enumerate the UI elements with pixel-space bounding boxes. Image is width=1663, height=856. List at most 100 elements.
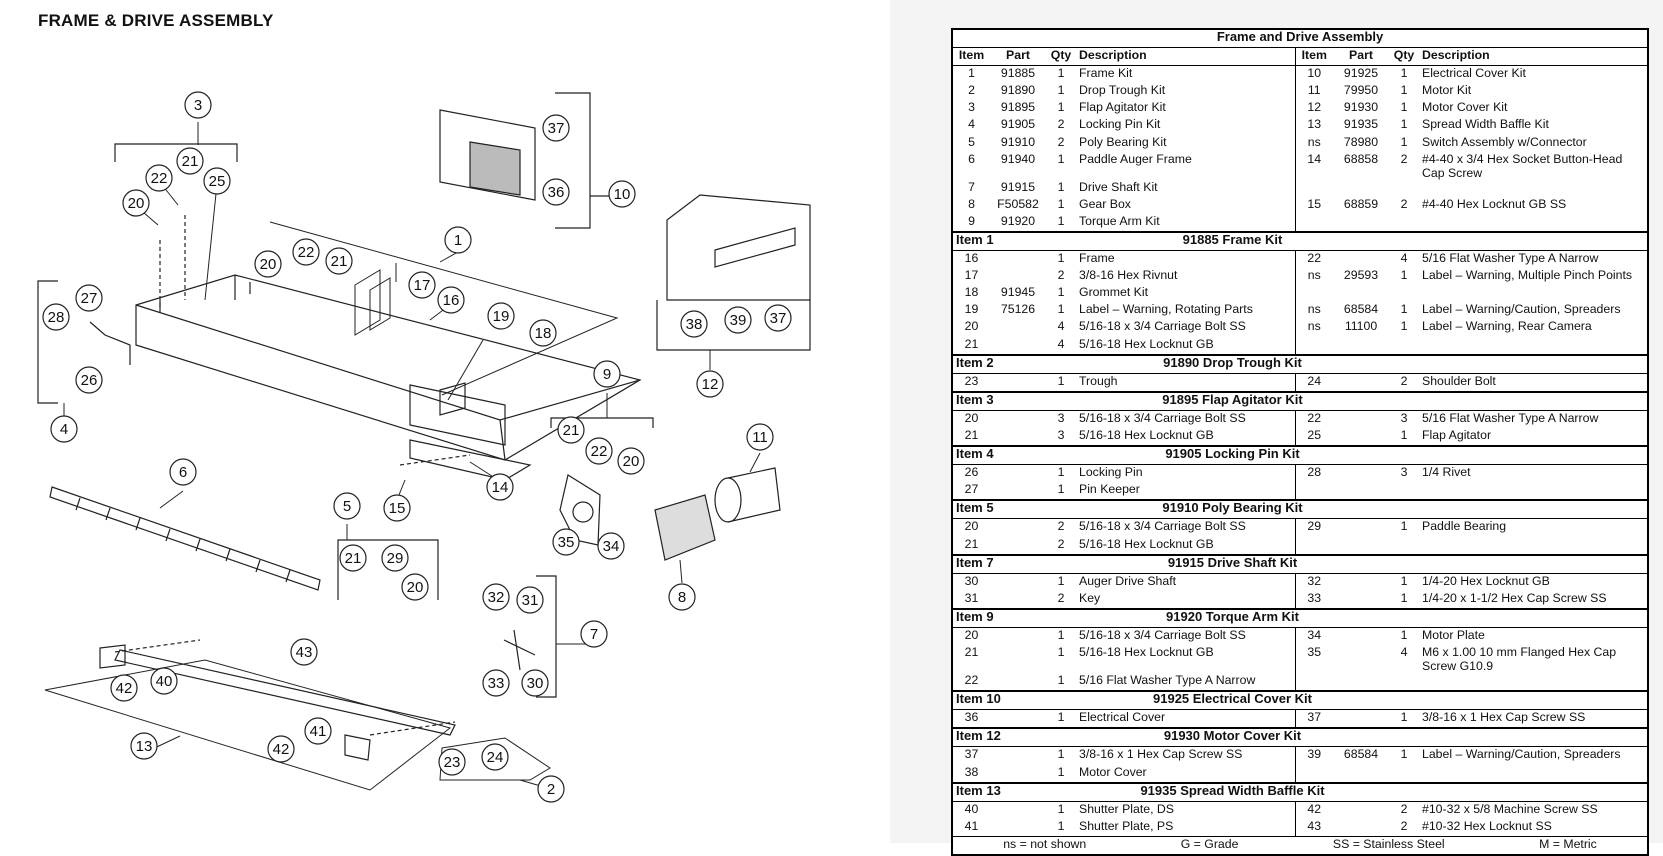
table-cell: 1 <box>1400 100 1408 115</box>
table-cell: 91945 <box>1000 285 1036 300</box>
table-cell: 38 <box>951 764 990 783</box>
section-item: Item 5 <box>951 499 1046 520</box>
table-cell: 2 <box>1057 536 1065 551</box>
callout-label: 1 <box>454 232 462 249</box>
section-name: 91915 Drive Shaft Kit <box>1046 553 1419 574</box>
table-cell: 20 <box>951 319 990 337</box>
table-cell: 28 <box>1307 465 1322 480</box>
table-cell: 91905 <box>1000 117 1036 132</box>
description-cell: 1/4 Rivet <box>1419 464 1650 483</box>
table-cell: 2 <box>1400 801 1408 816</box>
description-cell: Shutter Plate, PS <box>1076 818 1296 837</box>
description-cell <box>1419 336 1650 355</box>
description-cell: 5/16 Flat Washer Type A Narrow <box>1419 250 1650 269</box>
callout-label: 22 <box>298 244 315 261</box>
table-cell: 68858 <box>1343 151 1379 166</box>
description-cell: Locking Pin <box>1076 464 1296 483</box>
table-cell: 1 <box>1057 710 1065 725</box>
description-cell: 5/16-18 Hex Locknut GB <box>1076 336 1296 355</box>
section-pad <box>1419 553 1650 574</box>
callout-circle <box>42 303 70 331</box>
table-cell <box>990 337 1046 355</box>
callout-label: 27 <box>81 290 98 307</box>
callout-label: 40 <box>156 673 173 690</box>
callout-label: 37 <box>548 120 565 137</box>
table-cell: 4 <box>1400 251 1408 266</box>
table-cell: 1 <box>1400 628 1408 642</box>
column-header: Part <box>1333 47 1389 67</box>
table-cell: 35 <box>1307 645 1322 660</box>
description-cell: 5/16-18 x 3/4 Carriage Bolt SS <box>1076 319 1296 337</box>
table-cell <box>1333 337 1389 355</box>
callout-circle <box>176 147 204 175</box>
callout-label: 6 <box>179 464 187 481</box>
table-cell: 36 <box>951 709 990 729</box>
table-cell <box>1333 628 1389 646</box>
table-cell: 1 <box>1057 151 1065 166</box>
table-cell: 21 <box>951 645 990 674</box>
table-cell <box>990 747 1046 765</box>
table-cell: 1 <box>951 65 990 84</box>
callout-circle <box>597 532 625 560</box>
table-cell: 1 <box>1400 573 1408 588</box>
callout-label: 35 <box>558 534 575 551</box>
table-cell <box>1333 673 1389 691</box>
table-cell <box>1333 801 1389 819</box>
table-cell: 1 <box>1400 117 1408 132</box>
table-cell: 91890 <box>1000 83 1036 98</box>
callout-circle <box>267 735 295 763</box>
table-cell: 91895 <box>1000 100 1036 115</box>
description-cell: Label – Warning/Caution, Spreaders <box>1419 746 1650 765</box>
description-cell: 5/16-18 x 3/4 Carriage Bolt SS <box>1076 627 1296 646</box>
table-cell: 8 <box>951 196 990 214</box>
description-cell: #10-32 x 5/8 Machine Screw SS <box>1419 801 1650 819</box>
callout-circle <box>444 226 472 254</box>
table-cell: 1 <box>1057 465 1065 480</box>
callout-label: 30 <box>527 675 544 692</box>
table-cell <box>1333 465 1389 483</box>
section-name: 91890 Drop Trough Kit <box>1046 353 1419 374</box>
column-header: Item <box>1295 47 1333 67</box>
table-cell: 22 <box>1307 410 1322 425</box>
column-header: Item <box>951 47 990 67</box>
table-cell: 14 <box>1307 151 1322 166</box>
callout-circle <box>145 164 173 192</box>
section-item: Item 7 <box>951 553 1046 574</box>
table-cell: 1 <box>1057 251 1065 266</box>
callout-circle <box>593 360 621 388</box>
callout-circle <box>724 306 752 334</box>
table-cell: 1 <box>1400 747 1408 762</box>
callout-circle <box>184 91 212 119</box>
table-cell <box>1333 410 1389 428</box>
table-cell: 26 <box>951 464 990 483</box>
table-cell: 3 <box>1057 427 1065 442</box>
table-cell: 1 <box>1057 645 1065 660</box>
table-cell: 91885 <box>1000 66 1036 81</box>
table-cell: 13 <box>1307 117 1322 132</box>
table-cell: F50582 <box>997 196 1039 211</box>
description-cell: Torque Arm Kit <box>1076 213 1296 232</box>
table-cell: 34 <box>1307 628 1322 642</box>
table-cell <box>1295 180 1333 197</box>
description-cell <box>1419 482 1650 501</box>
callout-label: 43 <box>296 644 313 661</box>
callout-circle <box>680 310 708 338</box>
callout-circle <box>481 743 509 771</box>
description-cell: 1/4-20 Hex Locknut GB <box>1419 573 1650 591</box>
legend-item: G = Grade <box>1180 836 1239 851</box>
table-cell <box>1333 710 1389 729</box>
table-cell: 68584 <box>1343 747 1379 762</box>
callout-circle <box>122 189 150 217</box>
table-cell: ns <box>1307 134 1321 149</box>
callout-label: 38 <box>686 316 703 333</box>
description-cell: Label – Warning, Rear Camera <box>1419 319 1650 337</box>
